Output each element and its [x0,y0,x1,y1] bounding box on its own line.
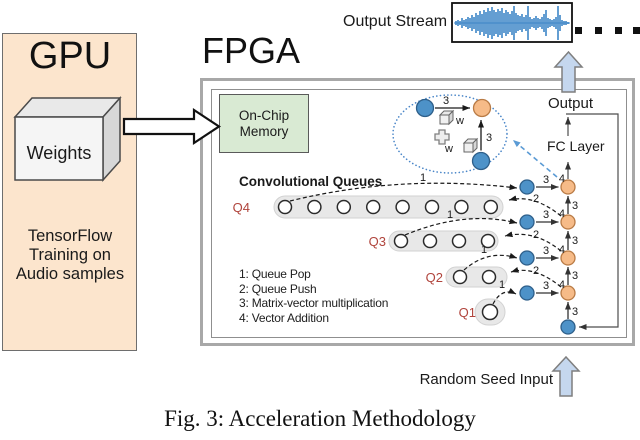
legend-item: 3: Matrix-vector multiplication [239,296,389,311]
gpu-box [2,33,137,351]
fpga-title: FPGA [202,30,301,71]
onchip-memory-box: On-Chip Memory [219,94,309,153]
queue-op-legend: 1: Queue Pop 2: Queue Push 3: Matrix-vec… [239,267,388,325]
random-seed-label: Random Seed Input [419,371,553,388]
gpu-title: GPU [28,35,112,77]
ellipsis-dots [575,27,640,34]
fpga-inner-box [211,89,627,338]
waveform-box [451,2,573,43]
random-seed-arrow [551,355,581,397]
onchip-memory-label: Memory [239,123,289,139]
fpga-outer-box [200,78,635,346]
gpu-description-line: Training on [29,246,111,264]
gpu-description: TensorFlow Training on Audio samples [2,227,138,284]
gpu-description-line: Audio samples [15,265,125,283]
onchip-memory-label: On-Chip [238,107,290,123]
gpu-description-line: TensorFlow [27,227,113,245]
legend-item: 2: Queue Push [239,281,317,296]
output-stream-label: Output Stream [343,13,448,30]
audio-waveform [455,6,569,40]
figure-caption: Fig. 3: Acceleration Methodology [164,406,476,431]
legend-item: 1: Queue Pop [239,267,311,281]
legend-item: 4: Vector Addition [239,310,329,325]
